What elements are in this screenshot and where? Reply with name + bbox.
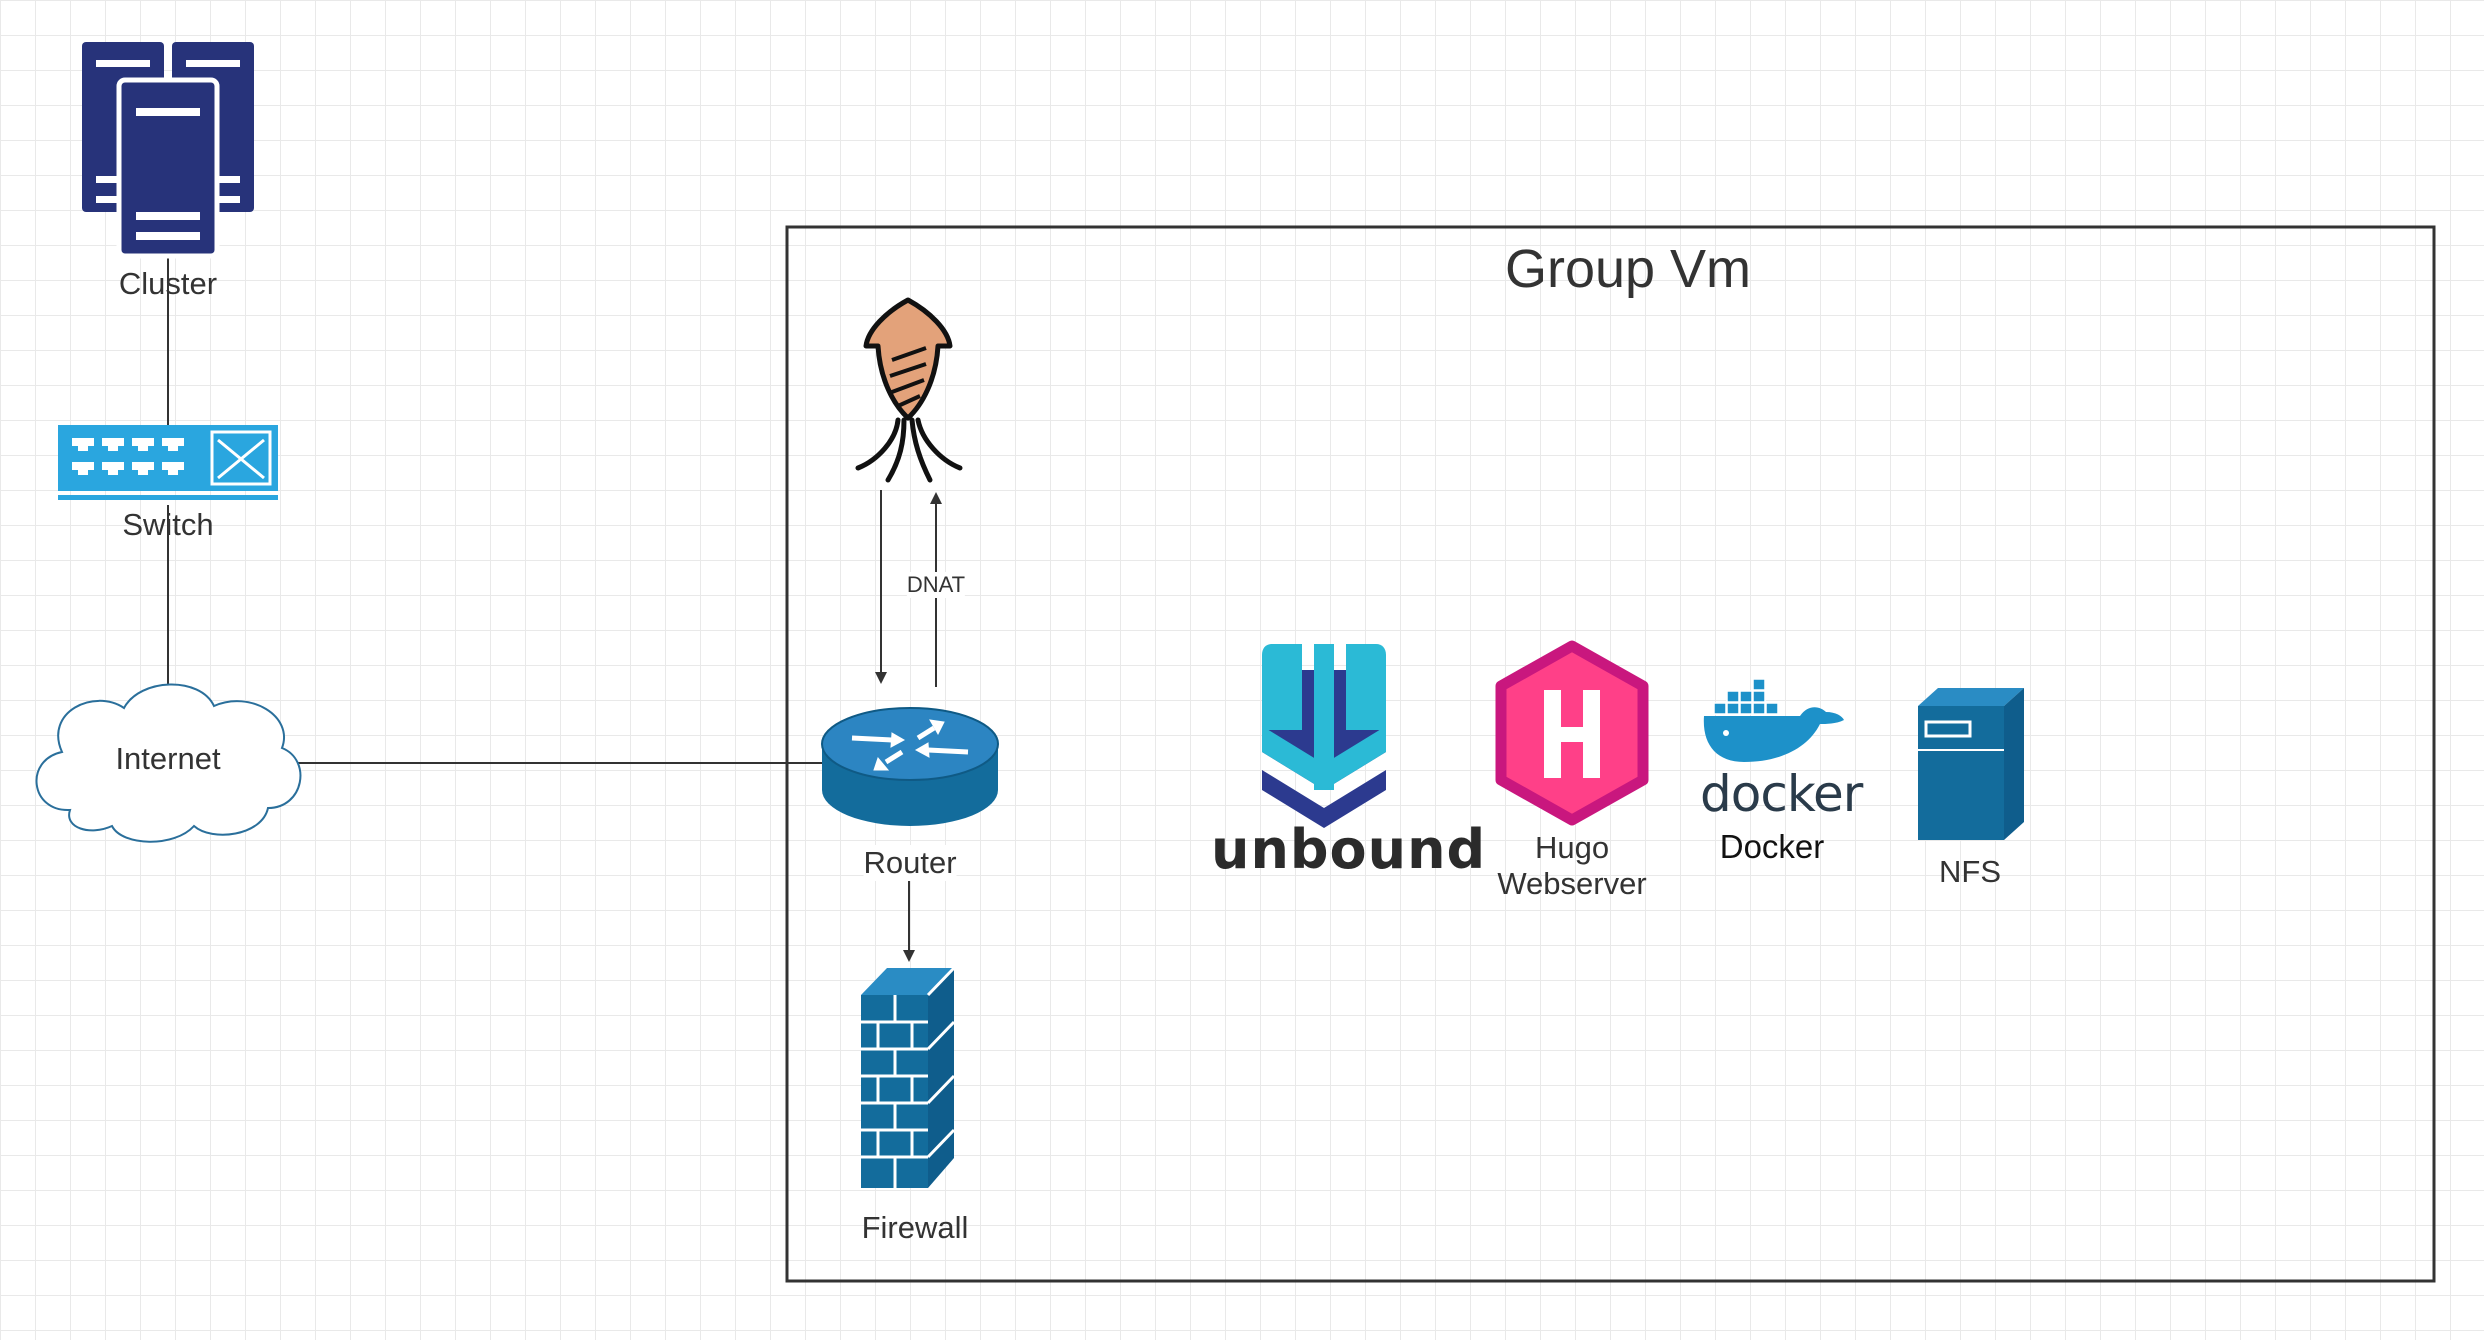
firewall-label: Firewall (861, 1210, 969, 1245)
router-label: Router (863, 845, 957, 881)
router-icon (821, 707, 999, 826)
cloud-icon (35, 683, 302, 843)
squid-icon (855, 297, 963, 483)
hugo-logo-icon (1495, 640, 1649, 826)
unbound-logo-icon (1262, 644, 1386, 828)
nfs-server-icon (1918, 688, 2024, 840)
cluster-label: Cluster (118, 266, 218, 301)
hugo-label-line1: Hugo (1534, 830, 1610, 865)
unbound-logo-text: unbound (1211, 818, 1487, 881)
docker-logo-text: docker (1700, 765, 1863, 823)
nfs-label: NFS (1939, 854, 2001, 889)
internet-label: Internet (115, 741, 221, 776)
dnat-edge-label: DNAT (906, 572, 966, 598)
docker-label: Docker (1719, 828, 1825, 865)
server-cluster-icon (82, 42, 254, 259)
switch-label: Switch (122, 507, 214, 542)
docker-whale-icon (1703, 678, 1844, 762)
group-vm-container (785, 225, 2436, 1283)
firewall-icon (861, 966, 956, 1188)
group-vm-title: Group Vm (1504, 239, 1752, 299)
network-switch-icon (58, 425, 278, 500)
hugo-label-line2: Webserver (1497, 866, 1647, 901)
